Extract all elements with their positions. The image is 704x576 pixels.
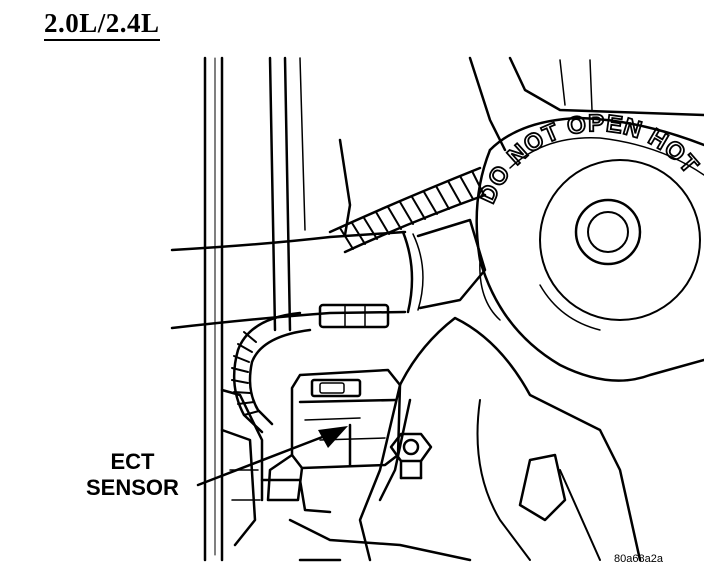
- hose-connector: [318, 303, 390, 329]
- callout-line-1: ECT: [110, 449, 155, 474]
- callout-leader: [196, 434, 327, 487]
- ect-sensor-callout: ECT SENSOR: [86, 449, 179, 501]
- engine-label: 2.0L/2.4L: [44, 8, 160, 41]
- lower-loom-ribs: [231, 331, 260, 416]
- left-bracket: [203, 56, 472, 562]
- cap-warning-text: DO NOT OPEN HOT: [474, 110, 704, 207]
- thermostat-housing: [358, 316, 642, 562]
- callout-arrowhead: [318, 426, 348, 448]
- figure-reference-code: 80a68a2a: [614, 553, 663, 565]
- coolant-hose: [170, 218, 487, 330]
- pressure-cap[interactable]: [475, 116, 704, 382]
- loom-ribs: [339, 170, 485, 250]
- callout-line-2: SENSOR: [86, 475, 179, 500]
- hex-bolt: [389, 432, 433, 480]
